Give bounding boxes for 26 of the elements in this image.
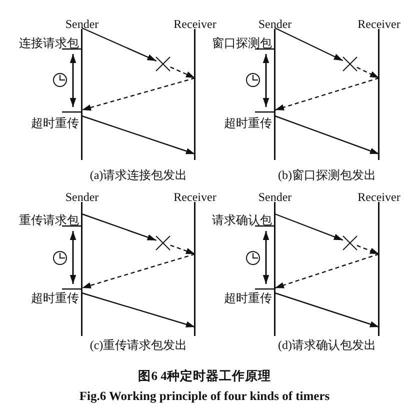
lifeline-label: Sender (257, 17, 293, 31)
timeout-label: 超时重传 (224, 116, 272, 130)
timeout-label: 超时重传 (31, 116, 79, 130)
panel-caption: (d)请求确认包发出 (277, 338, 377, 352)
lifeline-label: Sender (64, 17, 100, 31)
panel-caption: (c)重传请求包发出 (88, 338, 188, 352)
panel-caption: (b)窗口探测包发出 (277, 168, 377, 182)
panel-caption: (a)请求连接包发出 (88, 168, 188, 182)
lifeline-label: Sender (257, 190, 293, 204)
cross-mark (342, 236, 357, 250)
packet-label: 请求确认包 (212, 213, 272, 227)
packet-label: 连接请求包 (19, 36, 79, 50)
figure-caption: Fig.6 Working principle of four kinds of timers (78, 389, 331, 403)
packet-label: 窗口探测包 (212, 36, 272, 50)
timeout-label: 超时重传 (224, 291, 272, 305)
figure-title: 图6 4种定时器工作原理 (137, 369, 272, 383)
cross-mark (342, 57, 357, 71)
lifeline-label: Sender (64, 190, 100, 204)
cross-mark (156, 57, 170, 71)
lifeline-label: Receiver (356, 17, 402, 31)
cross-mark (156, 236, 170, 250)
timeout-label: 超时重传 (31, 291, 79, 305)
packet-label: 重传请求包 (19, 213, 79, 227)
lifeline-label: Receiver (356, 190, 402, 204)
lifeline-label: Receiver (172, 190, 218, 204)
lifeline-label: Receiver (172, 17, 218, 31)
